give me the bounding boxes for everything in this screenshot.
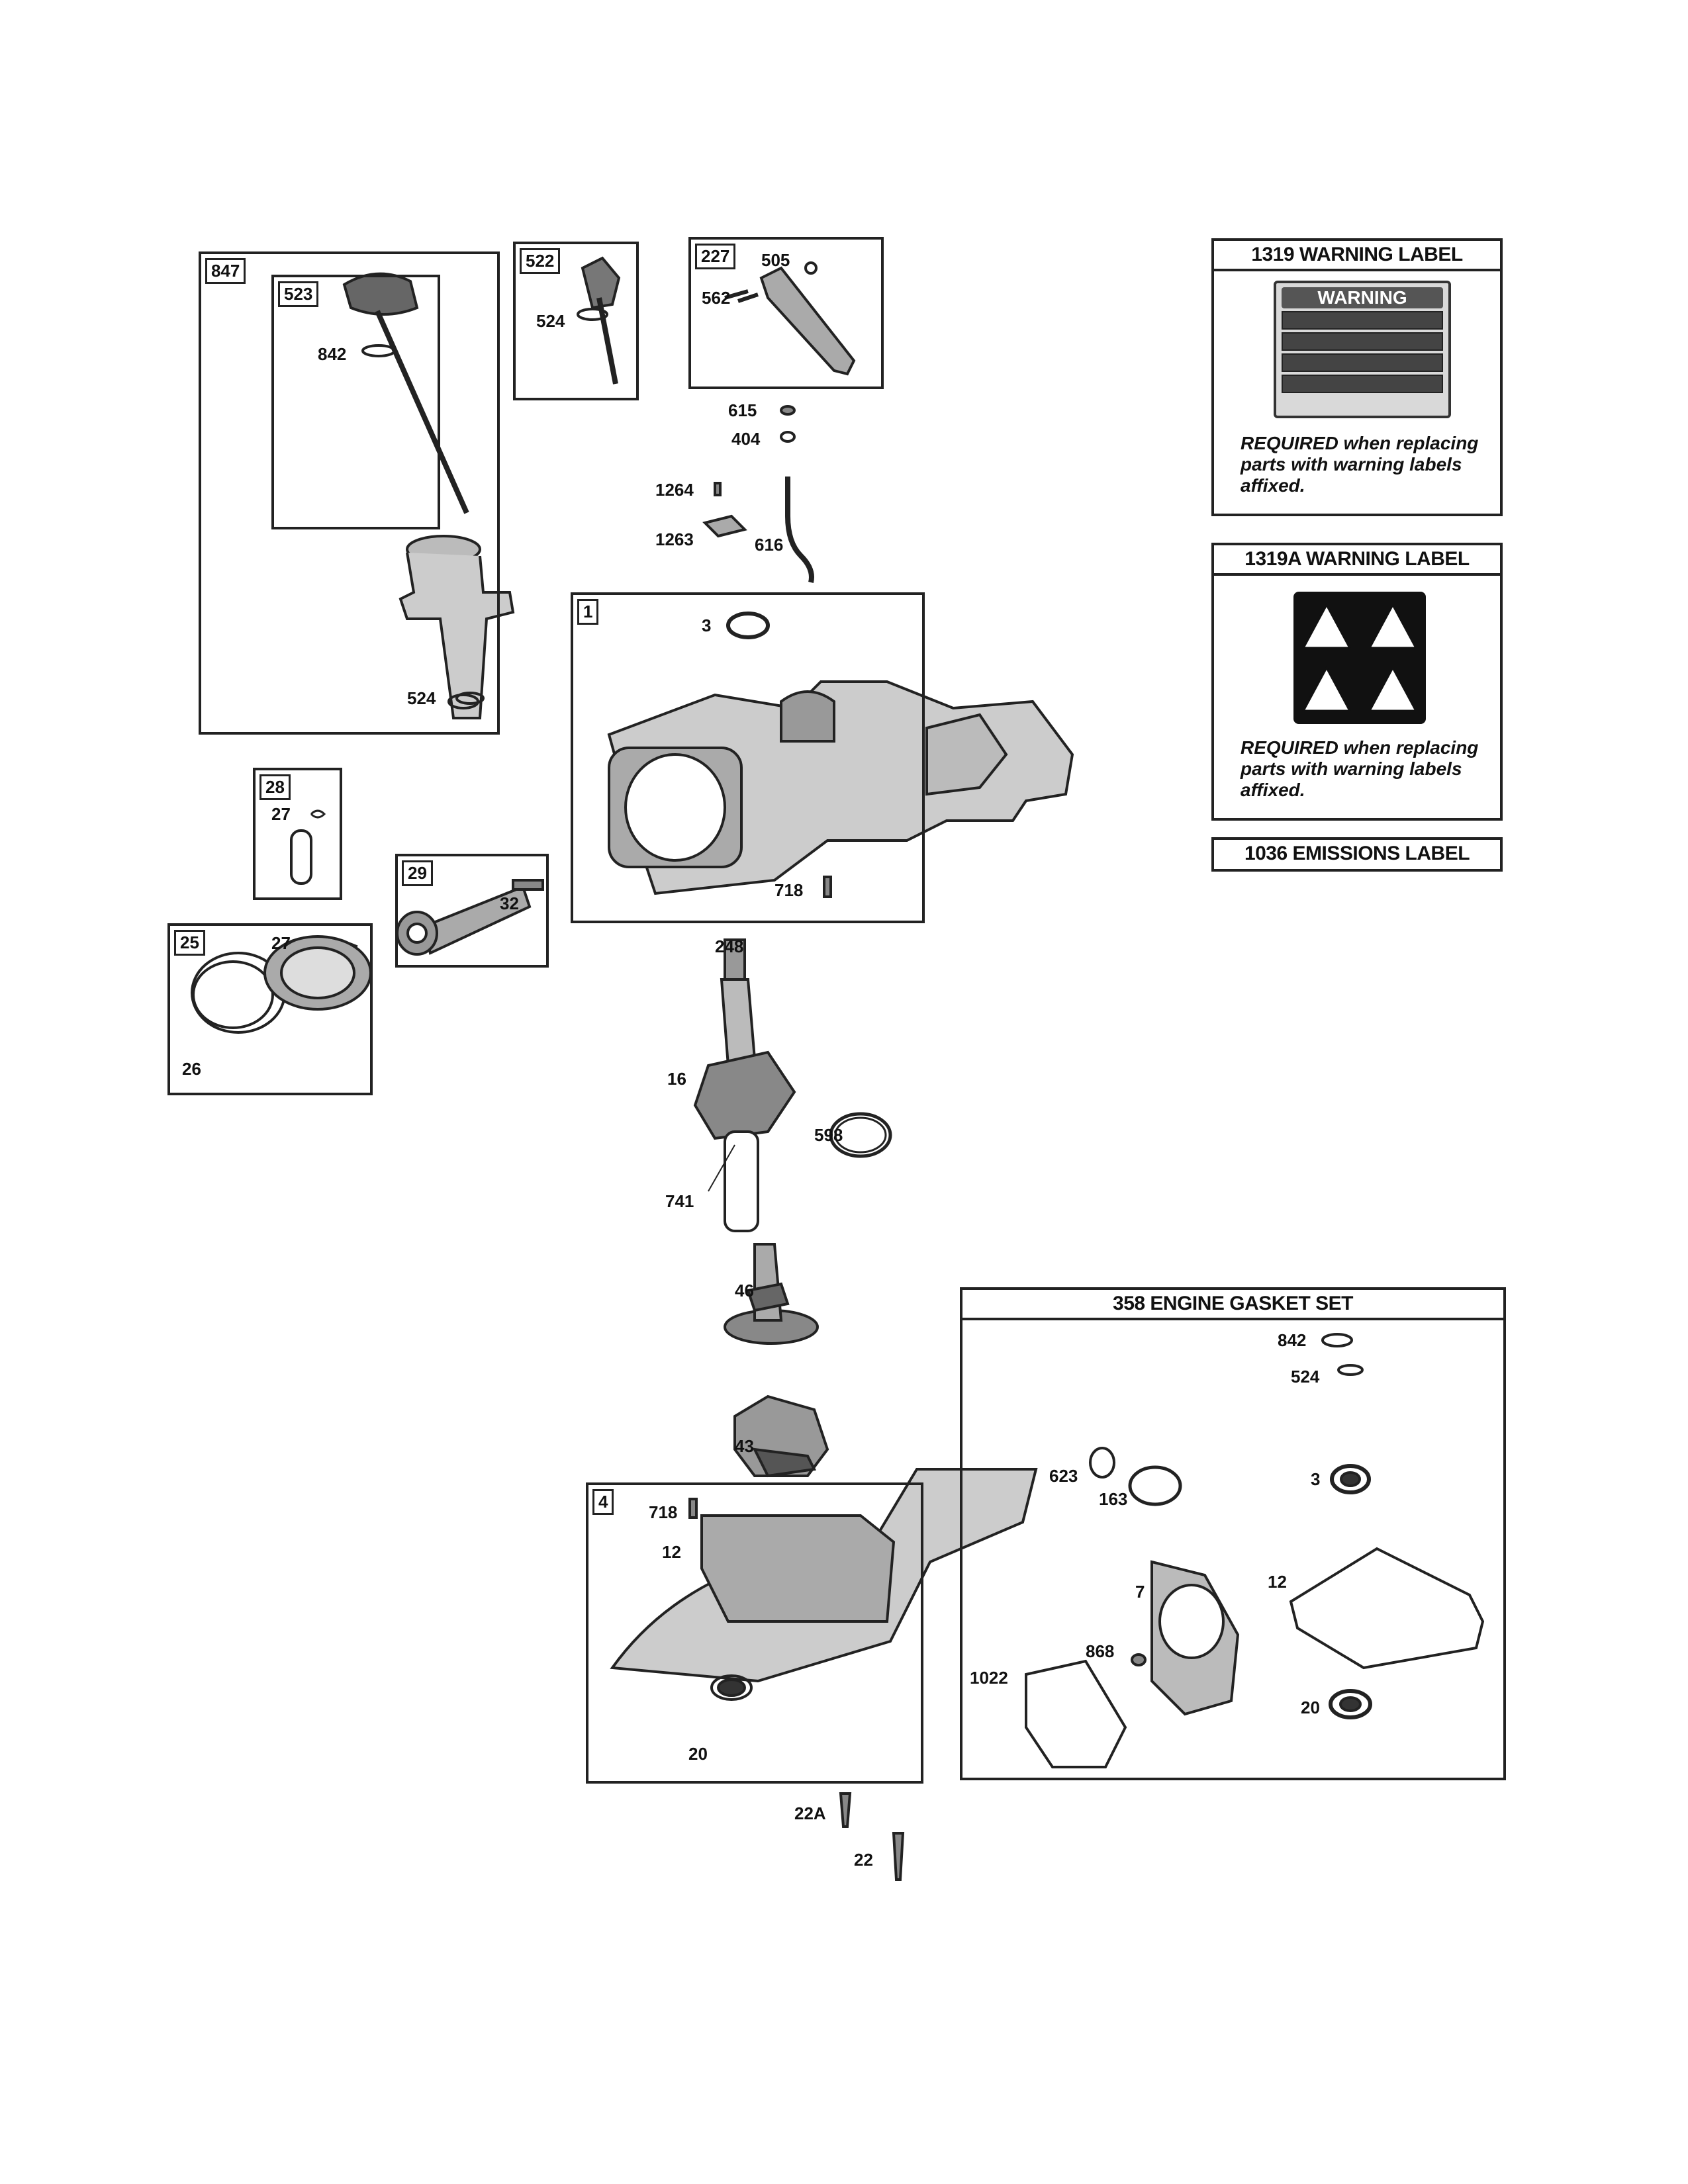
crankshaft-part — [693, 938, 892, 1232]
gasket-callout-842: 842 — [1278, 1330, 1307, 1350]
callout-842: 842 — [318, 344, 347, 364]
warning-label-1319a-panel: 1319A WARNING LABEL REQUIRED when replac… — [1211, 543, 1503, 821]
assembly-tag-29: 29 — [402, 860, 433, 886]
gasket-callout-7: 7 — [1135, 1582, 1145, 1602]
assembly-tag-523: 523 — [278, 281, 319, 307]
engine-gasket-set-title: 358 ENGINE GASKET SET — [962, 1290, 1503, 1320]
assembly-box-847: 847 — [199, 251, 500, 735]
assembly-tag-28: 28 — [259, 774, 291, 800]
assembly-box-523: 523 — [271, 275, 440, 529]
connecting-rod-part — [396, 879, 544, 956]
callout-46: 46 — [735, 1281, 754, 1300]
callout-27: 27 — [271, 804, 291, 824]
gasket-callout-163: 163 — [1099, 1489, 1128, 1509]
gasket-callout-12: 12 — [1268, 1572, 1287, 1592]
assembly-box-28: 28 — [253, 768, 342, 900]
gasket-callout-20: 20 — [1301, 1698, 1320, 1717]
assembly-box-522: 522 — [513, 242, 639, 400]
required-note: REQUIRED when replacing parts with warni… — [1241, 433, 1499, 496]
warning-label-1319a-title: 1319A WARNING LABEL — [1214, 545, 1500, 576]
gasket-callout-524: 524 — [1291, 1367, 1320, 1387]
callout-524: 524 — [536, 311, 565, 331]
callout-16: 16 — [667, 1069, 686, 1089]
assembly-tag-847: 847 — [205, 258, 246, 284]
camshaft-part — [724, 1243, 819, 1345]
callout-718: 718 — [774, 880, 804, 900]
callout-3: 3 — [702, 615, 712, 635]
assembly-tag-522: 522 — [520, 248, 561, 274]
callout-12: 12 — [662, 1542, 681, 1562]
required-word: REQUIRED — [1241, 433, 1338, 453]
callout-616: 616 — [755, 535, 784, 555]
engine-block-part — [607, 612, 1074, 895]
required-rest: when replacing parts with warning labels… — [1241, 737, 1479, 800]
assembly-box-227: 227 — [688, 237, 884, 389]
callout-718: 718 — [649, 1502, 678, 1522]
warning-sticker: WARNING — [1274, 281, 1451, 418]
gasket-callout-868: 868 — [1086, 1641, 1115, 1661]
callout-598: 598 — [814, 1125, 843, 1145]
warning-sticker-row — [1282, 375, 1443, 393]
required-rest: when replacing parts with warning labels… — [1241, 433, 1479, 496]
assembly-tag-4: 4 — [592, 1489, 614, 1515]
assembly-box-4: 4 — [586, 1482, 923, 1784]
callout-248: 248 — [715, 936, 744, 956]
callout-26: 26 — [182, 1059, 201, 1079]
gasket-set-parts — [1025, 1333, 1485, 1768]
callout-562: 562 — [702, 288, 731, 308]
warning-sticker-row — [1282, 353, 1443, 372]
assembly-box-1: 1 — [571, 592, 925, 923]
callout-404: 404 — [731, 429, 761, 449]
callout-32: 32 — [500, 893, 519, 913]
warning-sticker-row — [1282, 332, 1443, 351]
warning-triangles-icon — [1301, 602, 1418, 712]
emissions-label-1036-title: 1036 EMISSIONS LABEL — [1244, 842, 1470, 864]
callout-741: 741 — [665, 1191, 694, 1211]
bracket-part — [724, 261, 856, 376]
assembly-box-29: 29 — [395, 854, 549, 968]
emissions-label-1036-panel: 1036 EMISSIONS LABEL — [1211, 837, 1503, 872]
required-word: REQUIRED — [1241, 737, 1338, 758]
oil-fill-part — [577, 256, 621, 385]
warning-sticker-title: WARNING — [1282, 287, 1443, 308]
assembly-tag-227: 227 — [695, 244, 736, 269]
callout-1263: 1263 — [655, 529, 694, 549]
warning-symbols-icon — [1293, 592, 1426, 724]
callout-22a: 22A — [794, 1803, 826, 1823]
governor-part — [733, 1394, 829, 1478]
dipstick-tube-part — [399, 535, 515, 719]
assembly-tag-1: 1 — [577, 599, 599, 625]
piston-part — [191, 935, 372, 1034]
assembly-tag-25: 25 — [174, 930, 205, 956]
warning-label-1319-title: 1319 WARNING LABEL — [1214, 241, 1500, 271]
callout-20: 20 — [688, 1744, 708, 1764]
callout-27: 27 — [271, 933, 291, 953]
callout-43: 43 — [735, 1436, 754, 1456]
warning-label-1319-panel: 1319 WARNING LABEL WARNING REQUIRED when… — [1211, 238, 1503, 516]
sump-part — [610, 1468, 1038, 1701]
gasket-callout-1022: 1022 — [970, 1668, 1008, 1688]
callout-505: 505 — [761, 250, 790, 270]
gasket-callout-623: 623 — [1049, 1466, 1078, 1486]
callout-22: 22 — [854, 1850, 873, 1870]
required-note: REQUIRED when replacing parts with warni… — [1241, 737, 1499, 801]
assembly-box-25: 25 — [167, 923, 373, 1095]
warning-sticker-row — [1282, 311, 1443, 330]
callout-615: 615 — [728, 400, 757, 420]
dipstick-part — [342, 272, 469, 514]
callout-524: 524 — [407, 688, 436, 708]
gasket-callout-3: 3 — [1311, 1469, 1321, 1489]
callout-1264: 1264 — [655, 480, 694, 500]
engine-gasket-set-panel: 358 ENGINE GASKET SET — [960, 1287, 1506, 1780]
